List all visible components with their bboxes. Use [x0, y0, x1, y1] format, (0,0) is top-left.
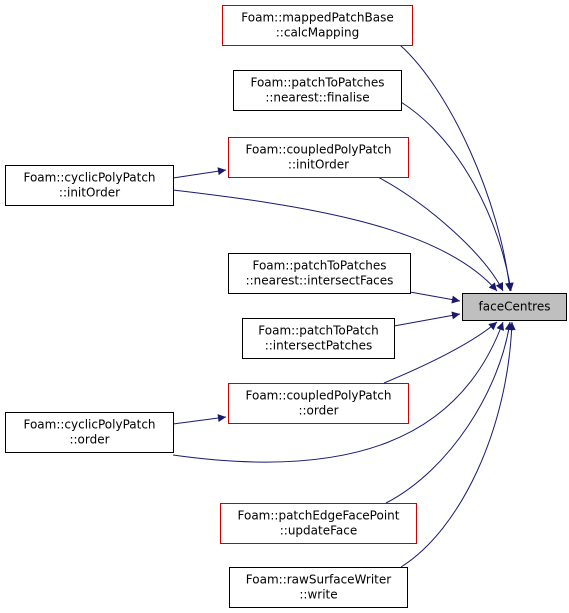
node-box: [5, 412, 174, 453]
caller-node-patchEdgeFacePoint[interactable]: Foam::patchEdgeFacePoint::updateFace: [220, 503, 417, 544]
node-label-line: ::nearest::intersectFaces: [246, 274, 394, 288]
node-label-line: ::intersectPatches: [265, 339, 373, 353]
caller-node-mappedPatchBase[interactable]: Foam::mappedPatchBase::calcMapping: [222, 5, 413, 46]
caller-node-nearestFinalise[interactable]: Foam::patchToPatches::nearest::finalise: [233, 70, 402, 111]
edge-coupledOrder-to-target: [383, 321, 498, 384]
node-box: [233, 70, 402, 111]
node-label-line: ::calcMapping: [276, 26, 359, 40]
edge-cyclicOrder-to-target: [172, 321, 505, 463]
node-label-line: Foam::patchEdgeFacePoint: [238, 509, 400, 523]
node-box: [5, 165, 174, 206]
node-label-line: ::initOrder: [59, 186, 120, 200]
node-label-line: Foam::cyclicPolyPatch: [23, 418, 155, 432]
caller-node-coupledOrder[interactable]: Foam::coupledPolyPatch::order: [228, 383, 409, 424]
edge-cyclicInitOrder-to-target: [172, 189, 498, 292]
node-label-line: ::write: [299, 588, 337, 602]
node-label-line: Foam::patchToPatches: [252, 259, 386, 273]
edge-coupledInitOrder-to-target: [377, 176, 504, 292]
edge-intersectPatches-to-target: [393, 311, 461, 327]
node-box: [462, 293, 567, 321]
node-label-line: Foam::patchToPatches: [250, 76, 384, 90]
edge-nearestIntersect-to-target: [409, 291, 461, 304]
node-box: [228, 137, 409, 178]
caller-node-cyclicOrder[interactable]: Foam::cyclicPolyPatch::order: [5, 412, 174, 453]
node-label-line: Foam::coupledPolyPatch: [246, 389, 392, 403]
edge-cyclicInitOrder-to-coupledInitOrder: [172, 167, 227, 179]
node-label-line: Foam::mappedPatchBase: [241, 11, 393, 25]
node-label-line: Foam::cyclicPolyPatch: [23, 171, 155, 185]
node-label-line: ::order: [298, 404, 338, 418]
node-box: [222, 5, 413, 46]
node-label-line: ::nearest::finalise: [265, 91, 369, 105]
node-label-line: Foam::coupledPolyPatch: [246, 143, 392, 157]
node-label-line: faceCentres: [479, 300, 551, 314]
node-label-line: Foam::patchToPatch: [258, 324, 378, 338]
caller-node-nearestIntersect[interactable]: Foam::patchToPatches::nearest::intersect…: [228, 253, 411, 294]
node-box: [220, 503, 417, 544]
node-box: [242, 318, 395, 359]
edge-rawSurfaceWriter-to-target: [400, 321, 516, 568]
caller-node-coupledInitOrder[interactable]: Foam::coupledPolyPatch::initOrder: [228, 137, 409, 178]
edge-patchEdgeFacePoint-to-target: [385, 321, 513, 504]
edge-layer: [172, 44, 516, 568]
target-node-target: faceCentres: [462, 293, 567, 321]
caller-node-intersectPatches[interactable]: Foam::patchToPatch::intersectPatches: [242, 318, 395, 359]
node-box: [228, 383, 409, 424]
node-box: [228, 253, 411, 294]
node-label-line: ::initOrder: [288, 158, 349, 172]
caller-node-rawSurfaceWriter[interactable]: Foam::rawSurfaceWriter::write: [229, 567, 408, 608]
edge-mappedPatchBase-to-target: [399, 44, 514, 292]
caller-node-cyclicInitOrder[interactable]: Foam::cyclicPolyPatch::initOrder: [5, 165, 174, 206]
node-box: [229, 567, 408, 608]
edge-cyclicOrder-to-coupledOrder: [172, 414, 227, 425]
edge-nearestFinalise-to-target: [400, 101, 514, 292]
node-label-line: Foam::rawSurfaceWriter: [246, 573, 391, 587]
node-label-line: ::updateFace: [280, 524, 358, 538]
node-layer: Foam::mappedPatchBase::calcMappingFoam::…: [5, 5, 567, 608]
node-label-line: ::order: [69, 433, 109, 447]
